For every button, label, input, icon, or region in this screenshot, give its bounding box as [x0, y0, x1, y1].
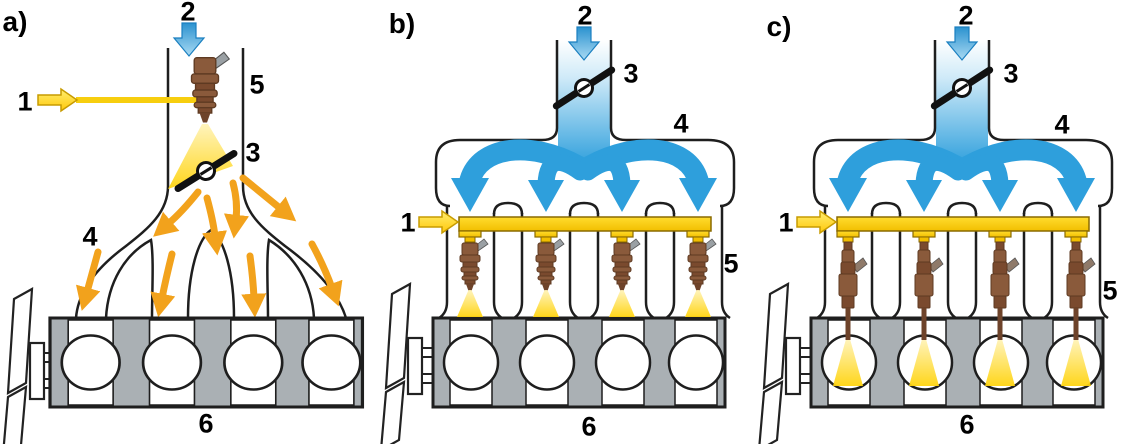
intake-air-arrow-icon — [173, 22, 205, 57]
callout-a-5: 5 — [249, 69, 265, 100]
callout-b-6: 6 — [581, 411, 597, 442]
callout-a-2: 2 — [180, 0, 196, 27]
callout-b-5: 5 — [723, 248, 739, 279]
callout-c-5: 5 — [1102, 275, 1118, 306]
callout-b-1: 1 — [400, 207, 416, 238]
callout-a-6: 6 — [198, 408, 214, 439]
fuel-supply-arrow-icon — [37, 88, 78, 112]
callout-a-1: 1 — [17, 86, 33, 117]
mixture-flow-arrows-icon — [75, 174, 343, 318]
callout-a-4: 4 — [82, 221, 98, 252]
callout-a-3: 3 — [245, 137, 261, 168]
panel-a-letter: a) — [2, 6, 28, 37]
callout-c-2: 2 — [958, 0, 974, 31]
injector-icon — [535, 238, 565, 292]
panel-b — [381, 27, 734, 444]
callout-c-6: 6 — [959, 409, 975, 440]
panel-a — [1, 22, 365, 444]
injector-icon — [687, 238, 717, 292]
engine-block — [48, 316, 365, 409]
callout-b-2: 2 — [577, 0, 593, 31]
callout-c-3: 3 — [1003, 58, 1019, 89]
callout-b-3: 3 — [623, 58, 639, 89]
injector-icon — [611, 238, 641, 292]
panel-c — [759, 27, 1112, 444]
panel-c-letter: c) — [766, 11, 792, 42]
panel-b-letter: b) — [388, 8, 416, 39]
spray-cone-icon — [168, 124, 233, 189]
callout-b-4: 4 — [673, 108, 689, 139]
injector-icon — [459, 238, 489, 292]
callout-c-1: 1 — [778, 207, 794, 238]
callout-c-4: 4 — [1054, 109, 1070, 140]
injector-icon — [190, 51, 230, 124]
